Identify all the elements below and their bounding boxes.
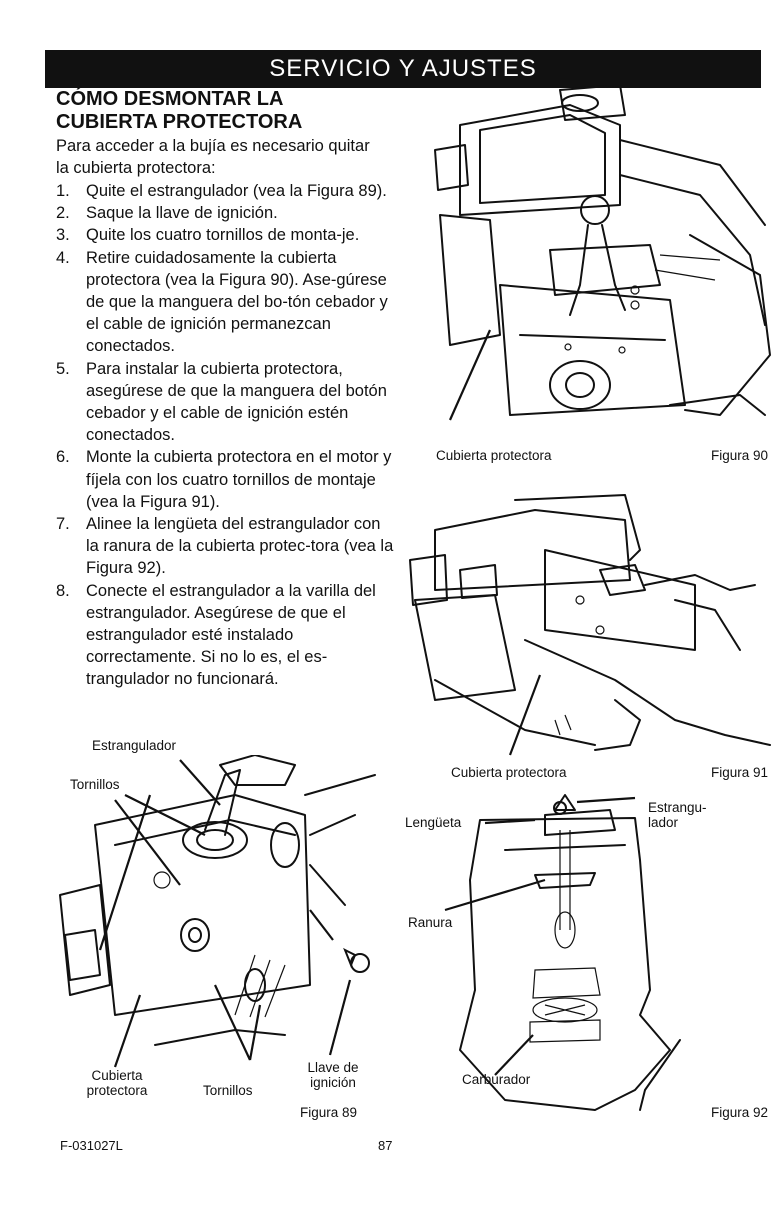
figure-92-illustration [444, 794, 681, 1111]
figure-90-illustration [434, 84, 771, 421]
figure-89 [55, 754, 390, 1075]
step-number: 8. [56, 581, 70, 600]
fig92-ranura-label: Ranura [408, 915, 453, 930]
step-text: Retire cuidadosamente la cubierta protec… [86, 248, 388, 356]
step-item: 1. Quite el estrangulador (vea la Figura … [56, 180, 396, 202]
step-text: Quite los cuatro tornillos de monta-je. [86, 226, 360, 245]
fig89-caption: Figura 89 [300, 1105, 358, 1120]
figure-89-illustration [59, 754, 376, 1068]
step-text: Monte la cubierta protectora en el motor… [86, 448, 392, 511]
step-number: 3. [56, 226, 70, 245]
step-item: 5. Para instalar la cubierta protectora, … [56, 358, 396, 447]
step-item: 7. Alinee la lengüeta del estrangulador c… [56, 513, 396, 580]
fig89-cubierta-label: Cubierta protectora [86, 1068, 148, 1098]
figure-91-illustration [409, 494, 771, 756]
step-text: Saque la llave de ignición. [86, 204, 278, 223]
fig92-estrangulador-label: Estrangu-lador [648, 800, 707, 830]
fig92-caption: Figura 92 [711, 1105, 769, 1120]
step-number: 2. [56, 204, 70, 223]
heading-line-1: CÓMO DESMONTAR LA [56, 88, 284, 110]
step-item: 6. Monte la cubierta protectora en el mot… [56, 446, 396, 513]
step-number: 4. [56, 248, 70, 267]
intro-paragraph: Para acceder a la bujía es necesario qui… [56, 137, 370, 177]
fig90-label: Cubierta protectora [436, 448, 552, 463]
step-text: Quite el estrangulador (vea la Figura 89… [86, 182, 387, 200]
page-number: 87 [378, 1138, 393, 1153]
step-text: Para instalar la cubierta protectora, as… [86, 359, 387, 445]
fig89-tornillos-top-label: Tornillos [70, 777, 120, 792]
step-number: 6. [56, 448, 70, 467]
step-item: 2. Saque la llave de ignición. [56, 202, 396, 224]
step-item: 3. Quite los cuatro tornillos de monta-je… [56, 224, 396, 246]
figure-92 [395, 790, 775, 1120]
section-banner: SERVICIO Y AJUSTES [45, 50, 761, 88]
step-text: Conecte el estrangulador a la varilla de… [86, 581, 376, 689]
figure-90 [420, 84, 775, 435]
steps-list: 1. Quite el estrangulador (vea la Figura … [56, 180, 396, 691]
document-code: F-031027L [60, 1138, 123, 1153]
step-number: 5. [56, 359, 70, 378]
fig89-estrangulador-label: Estrangulador [92, 738, 177, 753]
fig89-llave-label: Llave de ignición [307, 1060, 359, 1090]
step-number: 1. [56, 182, 70, 200]
figure-91 [395, 490, 775, 760]
fig92-carburador-label: Carburador [462, 1072, 531, 1087]
fig92-lengueta-label: Lengüeta [405, 815, 462, 830]
step-number: 7. [56, 515, 70, 534]
fig91-label: Cubierta protectora [451, 765, 567, 780]
section-heading: CÓMO DESMONTAR LA CUBIERTA PROTECTORA [56, 88, 386, 134]
step-text: Alinee la lengüeta del estrangulador con… [86, 515, 394, 578]
fig89-tornillos-bottom-label: Tornillos [203, 1083, 253, 1098]
step-item: 8. Conecte el estrangulador a la varilla … [56, 580, 396, 691]
step-item: 4. Retire cuidadosamente la cubierta prot… [56, 247, 396, 358]
fig91-caption: Figura 91 [711, 765, 769, 780]
fig90-caption: Figura 90 [711, 448, 769, 463]
heading-line-2: CUBIERTA PROTECTORA [56, 111, 303, 133]
